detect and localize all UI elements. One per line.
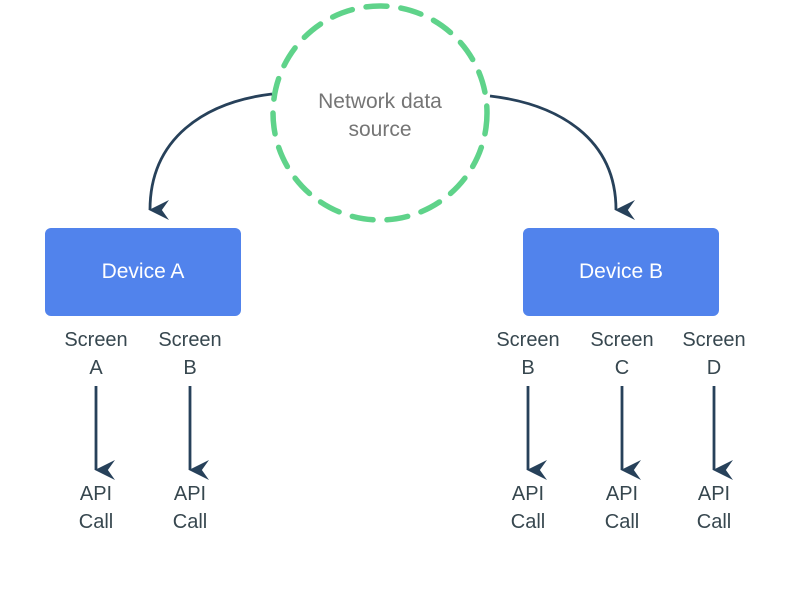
- screen-b-label: Screen B: [158, 329, 222, 379]
- api-call-label-d: API Call: [696, 483, 732, 533]
- screen-d-label: Screen D: [682, 329, 746, 379]
- network-data-source-label: Network data source: [318, 90, 442, 141]
- screen-b2-label: Screen B: [496, 329, 560, 379]
- device-b-box: Device B: [523, 228, 719, 316]
- device-b-label: Device B: [578, 260, 664, 283]
- screen-c-label: Screen C: [590, 329, 654, 379]
- device-a-label: Device A: [101, 260, 185, 283]
- network-data-source-circle: [270, 3, 490, 223]
- api-call-label-c: API Call: [604, 483, 640, 533]
- device-a-box: Device A: [45, 228, 241, 316]
- api-call-label-a: API Call: [78, 483, 114, 533]
- api-call-label-b2: API Call: [510, 483, 546, 533]
- arrow-source-to-device-a: [148, 92, 273, 221]
- arrow-source-to-device-b: [489, 94, 636, 221]
- api-call-label-b: API Call: [172, 483, 208, 533]
- screen-a-label: Screen A: [64, 329, 128, 379]
